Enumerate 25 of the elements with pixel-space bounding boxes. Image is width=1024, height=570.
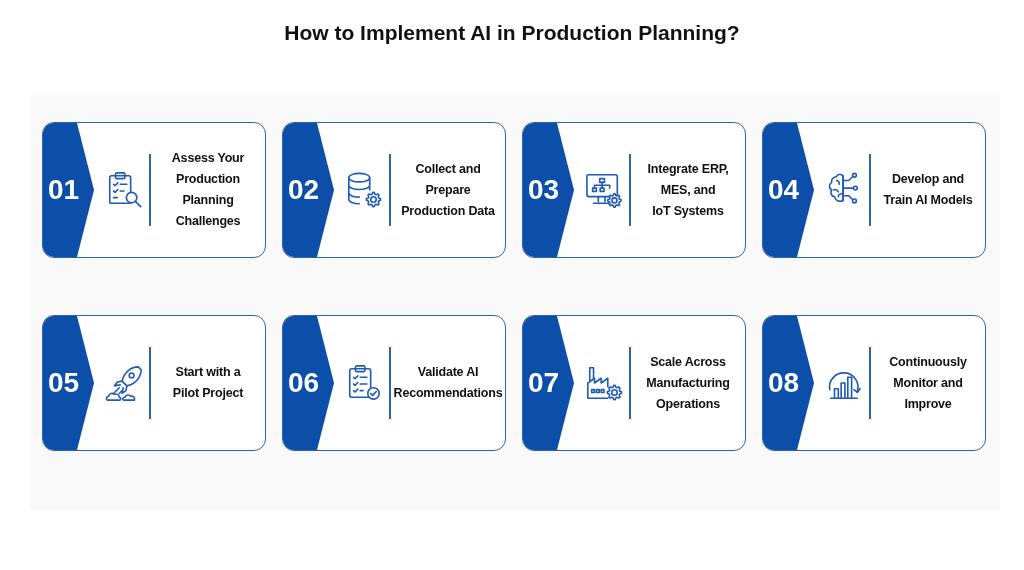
step-title: Continuously Monitor and Improve [888, 353, 968, 413]
step-card [762, 122, 986, 258]
step-card [282, 315, 506, 451]
step-card [42, 315, 266, 451]
step-card [42, 122, 266, 258]
step-number: 04 [768, 175, 800, 205]
step-title: Validate AI Recommendations [392, 364, 504, 402]
step-title: Assess Your Production Planning Challenges [170, 150, 246, 230]
step-title: Integrate ERP, MES, and IoT Systems [646, 160, 730, 220]
step-number: 02 [288, 175, 320, 205]
step-title: Start with a Pilot Project [171, 364, 245, 402]
title: How to Implement AI in Production Planning? [284, 20, 740, 46]
step-number: 07 [528, 368, 560, 398]
step-card [762, 315, 986, 451]
step-title: Scale Across Manufacturing Operations [645, 353, 731, 413]
step-number: 06 [288, 368, 320, 398]
step-title: Develop and Train AI Models [882, 171, 974, 209]
step-card [282, 122, 506, 258]
step-title: Collect and Prepare Production Data [400, 160, 496, 220]
step-number: 01 [48, 175, 80, 205]
step-number: 05 [48, 368, 80, 398]
step-card [522, 122, 746, 258]
step-card [522, 315, 746, 451]
step-number: 08 [768, 368, 800, 398]
step-number: 03 [528, 175, 560, 205]
